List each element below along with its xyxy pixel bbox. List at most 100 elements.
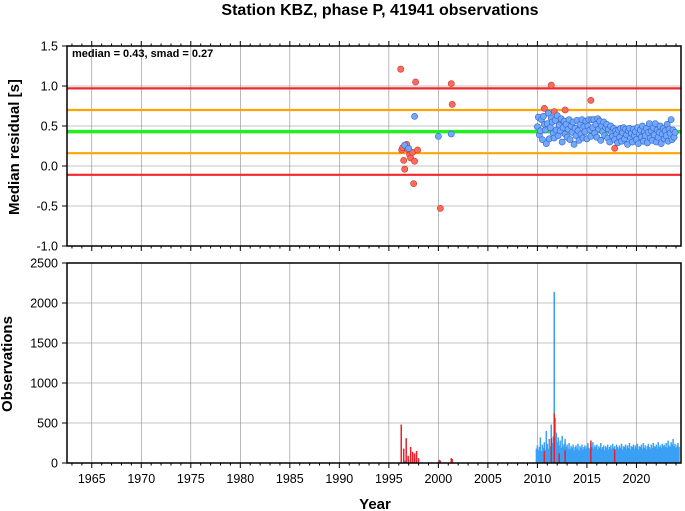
observation-bar-blue — [561, 435, 563, 463]
observation-bar-blue — [668, 445, 670, 463]
observation-bar-blue — [660, 447, 662, 463]
bottom-panel-grid — [67, 262, 681, 464]
residual-point-red — [414, 146, 421, 154]
residual-point-red — [448, 101, 456, 108]
observation-bar-blue — [620, 443, 623, 463]
observation-bar-blue — [604, 446, 607, 463]
observation-bar-red — [439, 460, 442, 463]
observation-bar-blue — [569, 449, 571, 463]
observation-bar-blue — [665, 443, 667, 463]
x-tick-label: 1965 — [78, 472, 106, 486]
observation-bars — [400, 291, 680, 463]
observation-bar-blue — [544, 449, 547, 463]
residual-point-red — [611, 144, 619, 152]
observation-bar-blue — [676, 445, 678, 463]
observation-bar-blue — [658, 447, 660, 463]
residual-point-blue — [538, 136, 546, 143]
observation-bar-blue — [540, 451, 543, 463]
observation-bar-red — [438, 459, 441, 463]
observation-bar-red — [400, 424, 402, 463]
residual-point-red — [547, 81, 555, 89]
observation-bar-blue — [624, 444, 627, 463]
observation-bar-blue — [583, 447, 585, 463]
median-smad-annotation: median = 0.43, smad = 0.27 — [72, 48, 213, 60]
observation-bar-blue — [591, 447, 593, 463]
residual-point-blue — [539, 113, 547, 120]
observation-bar-red — [543, 451, 546, 463]
observation-bar-blue — [639, 447, 642, 463]
observation-bar-blue — [626, 445, 629, 463]
observation-bar-blue — [549, 446, 552, 463]
x-axis-label: Year — [359, 496, 391, 511]
observation-bar-blue — [637, 449, 640, 463]
observation-bar-blue — [659, 445, 661, 463]
residual-point-red — [410, 180, 418, 187]
observation-bar-blue — [595, 447, 597, 463]
observation-bar-blue — [653, 446, 656, 463]
observation-bar-blue — [636, 443, 639, 463]
observation-bar-blue — [605, 447, 608, 463]
observation-bar-blue — [577, 443, 579, 463]
observation-bar-blue — [625, 448, 628, 463]
residual-point-red — [447, 80, 455, 87]
residual-point-blue — [570, 140, 578, 148]
observation-bar-blue — [652, 443, 655, 463]
observation-bar-blue — [648, 447, 651, 463]
observation-bar-blue — [584, 445, 586, 463]
observation-bar-red — [407, 455, 409, 463]
observation-bar-blue — [673, 446, 675, 463]
residual-point-blue — [657, 140, 665, 147]
observation-bar-red — [415, 451, 418, 463]
observation-bar-blue — [671, 444, 673, 463]
observation-bar-blue — [541, 444, 544, 463]
observation-bar-blue — [589, 449, 591, 463]
observation-bar-blue — [403, 460, 406, 463]
observation-bar-blue — [650, 444, 653, 463]
observation-bar-blue — [606, 444, 609, 463]
observation-bar-blue — [573, 450, 575, 463]
observation-bar-blue — [638, 446, 641, 463]
y-tick-label: 1000 — [30, 377, 58, 391]
observation-bar-red — [613, 449, 616, 463]
y-tick-label: 0.5 — [41, 120, 58, 134]
observation-bar-blue — [654, 447, 657, 463]
observation-bar-blue — [622, 446, 625, 463]
observation-bar-blue — [538, 447, 541, 463]
observation-bar-blue — [576, 448, 578, 463]
x-tick-label: 1990 — [325, 472, 353, 486]
observation-bar-blue — [602, 447, 604, 463]
x-tick-label: 2005 — [474, 472, 502, 486]
residual-point-red — [412, 78, 419, 86]
observation-bar-blue — [674, 443, 676, 463]
residual-point-blue — [597, 136, 605, 144]
residual-point-red — [540, 105, 548, 112]
x-tick-label: 2015 — [573, 472, 601, 486]
observation-bar-blue — [647, 443, 650, 463]
reference-lines — [67, 87, 681, 176]
observation-bar-blue — [565, 447, 567, 463]
residual-point-red — [397, 65, 405, 73]
residual-point-blue — [667, 116, 675, 123]
top-panel-grid — [67, 45, 681, 247]
observation-bar-blue — [598, 446, 600, 463]
observation-bar-blue — [617, 448, 620, 463]
observation-bar-blue — [608, 447, 611, 463]
y-tick-label: 1.5 — [41, 40, 58, 54]
observation-bar-red — [450, 458, 452, 463]
observation-bar-blue — [666, 447, 668, 463]
observation-bar-blue — [603, 450, 606, 463]
observation-bar-blue — [551, 443, 554, 463]
observation-bar-blue — [567, 448, 569, 463]
observation-bar-blue — [642, 443, 645, 463]
y-tick-label: -0.5 — [36, 200, 58, 214]
observation-bar-blue — [615, 444, 618, 463]
observation-bar-blue — [547, 448, 550, 463]
observation-bar-red — [550, 438, 553, 463]
y-tick-label: 2500 — [30, 257, 58, 271]
observation-bar-blue — [574, 447, 576, 463]
observation-bar-blue — [586, 446, 588, 463]
observation-bar-blue — [651, 447, 654, 463]
